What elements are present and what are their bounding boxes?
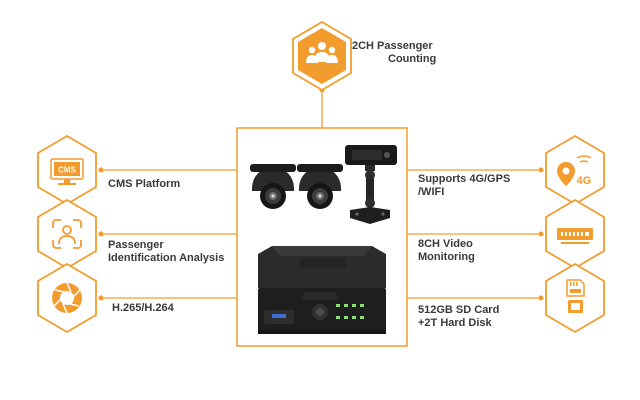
left-feature-2-line-2: Identification Analysis	[108, 252, 225, 264]
right-feature-1-label: Supports 4G/GPS /WIFI	[418, 173, 510, 199]
4g-icon-text: 4G	[577, 175, 592, 187]
top-feature-label: 2CH Passenger Counting	[352, 40, 436, 66]
connector-lines	[101, 80, 541, 299]
dome-camera-icon	[250, 164, 296, 209]
cms-monitor-icon: CMS	[50, 158, 84, 185]
right-feature-3-label: 512GB SD Card +2T Hard Disk	[418, 304, 499, 330]
left-feature-1-label: CMS Platform	[108, 178, 180, 191]
right-feature-2-label: 8CH Video Monitoring	[418, 238, 475, 264]
right-feature-2-line-1: 8CH Video	[418, 238, 473, 250]
left-feature-2-label: Passenger Identification Analysis	[108, 239, 224, 265]
right-feature-2-line-2: Monitoring	[418, 251, 475, 263]
right-hexagon-3	[545, 262, 605, 334]
left-feature-3-label: H.265/H.264	[112, 302, 174, 315]
right-feature-1-line-2: /WIFI	[418, 186, 445, 198]
face-scan-icon	[52, 219, 82, 249]
left-feature-2-line-1: Passenger	[108, 239, 164, 251]
connector-dots	[98, 87, 544, 301]
right-feature-3-line-1: 512GB SD Card	[418, 304, 500, 316]
mobile-dvr-icon	[258, 246, 386, 334]
top-feature-line-2: Counting	[388, 53, 437, 65]
right-feature-1-line-1: Supports 4G/GPS	[418, 173, 511, 185]
right-feature-3-line-2: +2T Hard Disk	[418, 317, 492, 329]
dvr-icon	[557, 228, 593, 244]
top-feature-line-1: 2CH Passenger	[352, 40, 433, 52]
sd-card-icon	[566, 279, 585, 313]
passenger-counter-camera-icon	[345, 145, 397, 224]
people-icon	[306, 42, 338, 63]
left-feature-1-line-1: CMS Platform	[108, 178, 181, 190]
aperture-icon	[52, 282, 82, 314]
right-hexagon-1	[545, 134, 605, 206]
dome-camera-icon	[297, 164, 343, 209]
left-feature-3-line-1: H.265/H.264	[112, 302, 174, 314]
location-4g-icon: 4G	[557, 155, 592, 187]
cms-icon-text: CMS	[58, 166, 76, 175]
